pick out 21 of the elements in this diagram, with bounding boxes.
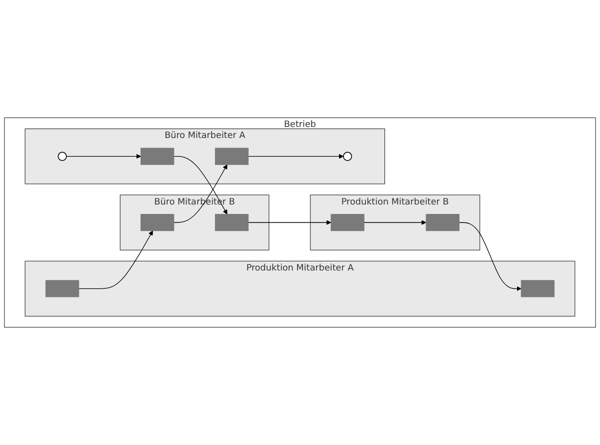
arrow — [66, 154, 142, 159]
node-box — [520, 280, 555, 298]
arrow — [78, 230, 153, 289]
node-box — [140, 214, 174, 232]
cluster: Produktion Mitarbeiter A — [24, 260, 576, 316]
node-box — [330, 214, 364, 232]
cluster: Büro Mitarbeiter A — [24, 128, 386, 184]
node-circle — [343, 152, 352, 161]
node-box — [214, 214, 249, 232]
node-box — [426, 214, 460, 232]
node-box — [140, 148, 174, 165]
arrow — [458, 222, 522, 292]
cluster: Produktion Mitarbeiter B — [310, 194, 480, 250]
arrow — [248, 220, 332, 225]
node-circle — [58, 152, 67, 161]
node-box — [214, 148, 249, 165]
arrow — [174, 164, 228, 223]
arrow — [364, 220, 426, 225]
node-box — [45, 280, 80, 298]
arrow — [248, 154, 344, 159]
arrow — [174, 156, 228, 214]
